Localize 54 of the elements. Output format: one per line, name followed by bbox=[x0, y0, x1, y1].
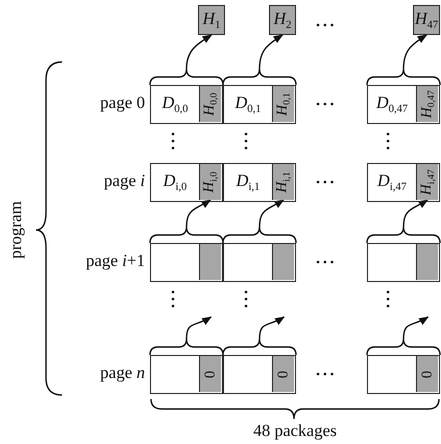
brace-arrow bbox=[366, 199, 441, 244]
header-cell bbox=[417, 356, 438, 392]
header-cell bbox=[417, 164, 438, 200]
cell-label: D$_{0,47}$ bbox=[376, 93, 408, 115]
cell-label: D$_{0,1}$ bbox=[234, 93, 262, 115]
brace-arrow bbox=[366, 316, 441, 356]
cell-label: 0 bbox=[275, 370, 292, 378]
package-box bbox=[223, 163, 296, 202]
row-label: page i+1 bbox=[86, 251, 145, 271]
cell-label: D$_{i,1}$ bbox=[236, 171, 260, 193]
package-box bbox=[223, 243, 296, 282]
package-box bbox=[150, 355, 223, 394]
header-cell bbox=[200, 356, 221, 392]
group-label: 48 packages bbox=[253, 421, 337, 441]
header-box bbox=[269, 5, 296, 35]
header-cell bbox=[200, 164, 221, 200]
cell-label: H$_{1}$ bbox=[202, 9, 220, 31]
brace-arrow bbox=[149, 199, 224, 244]
header-box bbox=[413, 5, 440, 35]
cell-label: H$_{2}$ bbox=[274, 9, 292, 31]
package-box bbox=[223, 85, 296, 124]
package-box bbox=[150, 243, 223, 282]
cell-label: D$_{0,0}$ bbox=[162, 93, 188, 115]
cell-label: D$_{i,47}$ bbox=[377, 171, 407, 193]
package-box bbox=[367, 243, 440, 282]
row-label: page n bbox=[100, 363, 145, 383]
package-box bbox=[367, 163, 440, 202]
package-box bbox=[150, 163, 223, 202]
package-box bbox=[150, 85, 223, 124]
header-cell bbox=[417, 244, 438, 280]
package-box bbox=[367, 85, 440, 124]
brace-arrow bbox=[149, 34, 224, 86]
brace-arrow bbox=[222, 199, 297, 244]
cell-label: D$_{i,0}$ bbox=[163, 171, 187, 193]
cell-label: 0 bbox=[419, 370, 436, 378]
cell-label: 0 bbox=[202, 370, 219, 378]
header-cell bbox=[273, 244, 294, 280]
header-cell bbox=[200, 244, 221, 280]
header-cell bbox=[273, 86, 294, 122]
header-cell bbox=[273, 356, 294, 392]
brace-arrow bbox=[222, 34, 297, 86]
header-cell bbox=[200, 86, 221, 122]
header-box bbox=[198, 5, 225, 35]
package-box bbox=[367, 355, 440, 394]
cell-label: H$_{47}$ bbox=[414, 9, 438, 31]
row-label: page i bbox=[104, 171, 145, 191]
package-box bbox=[223, 355, 296, 394]
header-cell bbox=[273, 164, 294, 200]
brace-arrow bbox=[149, 316, 224, 356]
brace-arrow bbox=[222, 316, 297, 356]
group-label: program bbox=[6, 201, 26, 259]
brace-arrow bbox=[366, 34, 441, 86]
header-cell bbox=[417, 86, 438, 122]
row-label: page 0 bbox=[100, 93, 145, 113]
